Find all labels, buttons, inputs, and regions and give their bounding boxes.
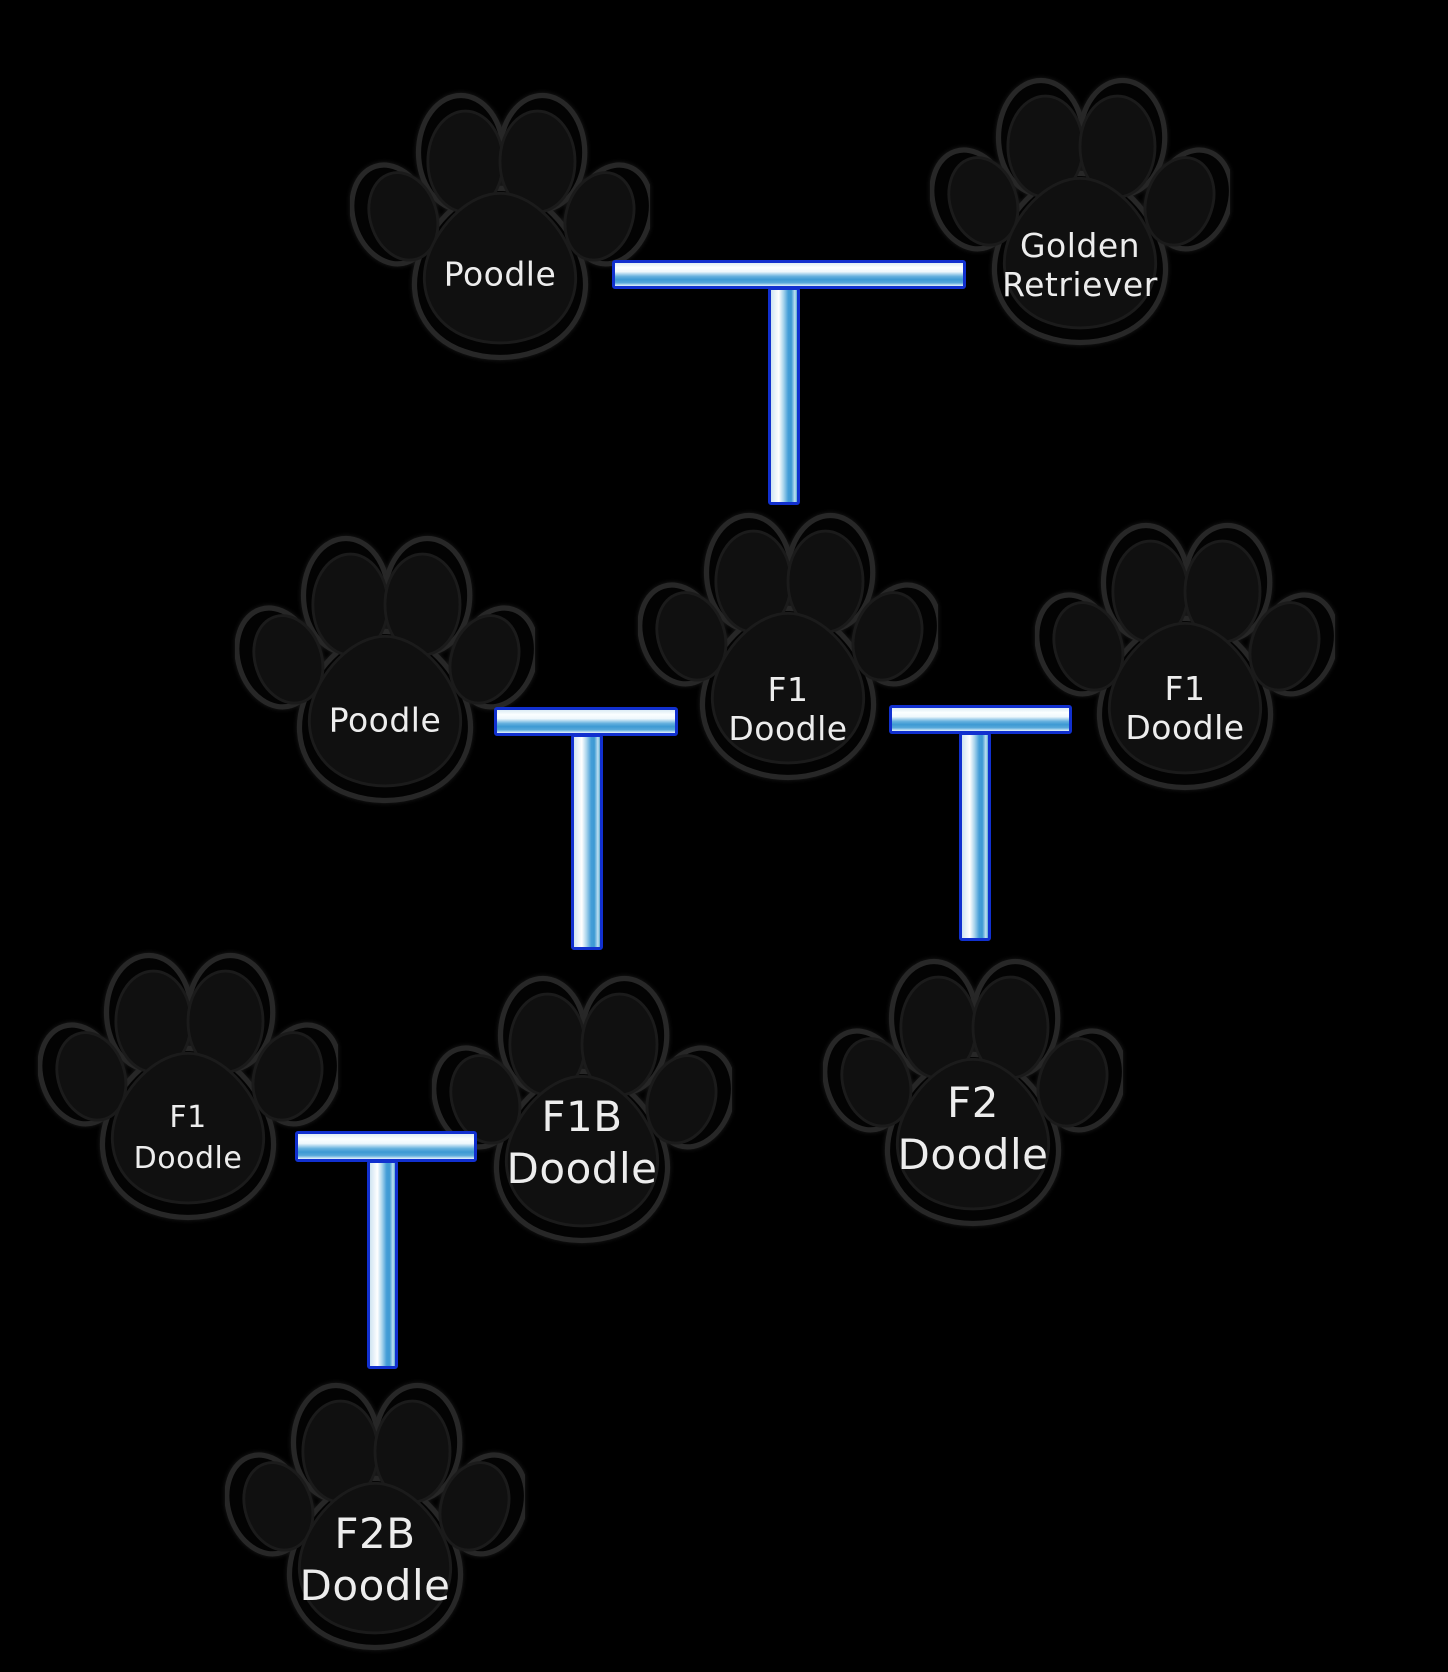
- descent-bar-to-f2-doodle: [959, 732, 991, 941]
- node-label-line: F1: [169, 1100, 207, 1135]
- couple-bar-poodle-f1: [494, 707, 678, 736]
- paw-print-icon: [38, 935, 338, 1235]
- node-f1-doodle-mid: F1 Doodle: [638, 495, 938, 795]
- node-label: F1 Doodle: [1035, 669, 1335, 747]
- node-label-line: Poodle: [328, 700, 442, 740]
- node-label-line: Poodle: [443, 254, 557, 294]
- node-label: Poodle: [350, 255, 650, 294]
- node-label: Golden Retriever: [930, 226, 1230, 304]
- node-f1-doodle-left: F1 Doodle: [38, 935, 338, 1235]
- node-label: F1 Doodle: [638, 670, 938, 748]
- node-label-line: Doodle: [133, 1141, 243, 1176]
- paw-print-icon: [350, 75, 650, 375]
- node-label: F2B Doodle: [225, 1508, 525, 1612]
- node-label: Poodle: [235, 701, 535, 740]
- node-label-line: F2: [947, 1078, 999, 1127]
- node-label-line: Doodle: [728, 709, 848, 748]
- node-f2-doodle: F2 Doodle: [823, 941, 1123, 1241]
- paw-print-icon: [235, 518, 535, 818]
- node-label-line: F2B: [334, 1509, 416, 1558]
- node-label-line: Doodle: [506, 1144, 658, 1193]
- paw-print-icon: [930, 60, 1230, 360]
- node-label-line: F1: [767, 670, 809, 709]
- paw-print-icon: [1035, 505, 1335, 805]
- couple-bar-poodle-golden: [612, 260, 966, 289]
- descent-bar-to-f2b-doodle: [367, 1160, 398, 1369]
- node-label-line: Doodle: [897, 1130, 1049, 1179]
- node-golden-retriever: Golden Retriever: [930, 60, 1230, 360]
- descent-bar-to-f1-doodle: [768, 287, 800, 505]
- node-label: F2 Doodle: [823, 1077, 1123, 1181]
- couple-bar-f1-f1b: [295, 1131, 477, 1162]
- paw-print-icon: [638, 495, 938, 795]
- node-label-line: F1B: [541, 1092, 623, 1141]
- node-label-line: Doodle: [1125, 708, 1245, 747]
- node-label-line: Doodle: [299, 1561, 451, 1610]
- node-label: F1 Doodle: [38, 1097, 338, 1179]
- node-poodle-top: Poodle: [350, 75, 650, 375]
- node-f2b-doodle: F2B Doodle: [225, 1365, 525, 1665]
- node-f1-doodle-right: F1 Doodle: [1035, 505, 1335, 805]
- node-label-line: Retriever: [1002, 265, 1158, 304]
- node-label-line: Golden: [1019, 226, 1141, 265]
- node-label: F1B Doodle: [432, 1091, 732, 1195]
- descent-bar-to-f1b-doodle: [571, 734, 603, 950]
- node-label-line: F1: [1164, 669, 1206, 708]
- couple-bar-f1-f1: [889, 705, 1072, 734]
- node-f1b-doodle: F1B Doodle: [432, 958, 732, 1258]
- node-poodle-mid: Poodle: [235, 518, 535, 818]
